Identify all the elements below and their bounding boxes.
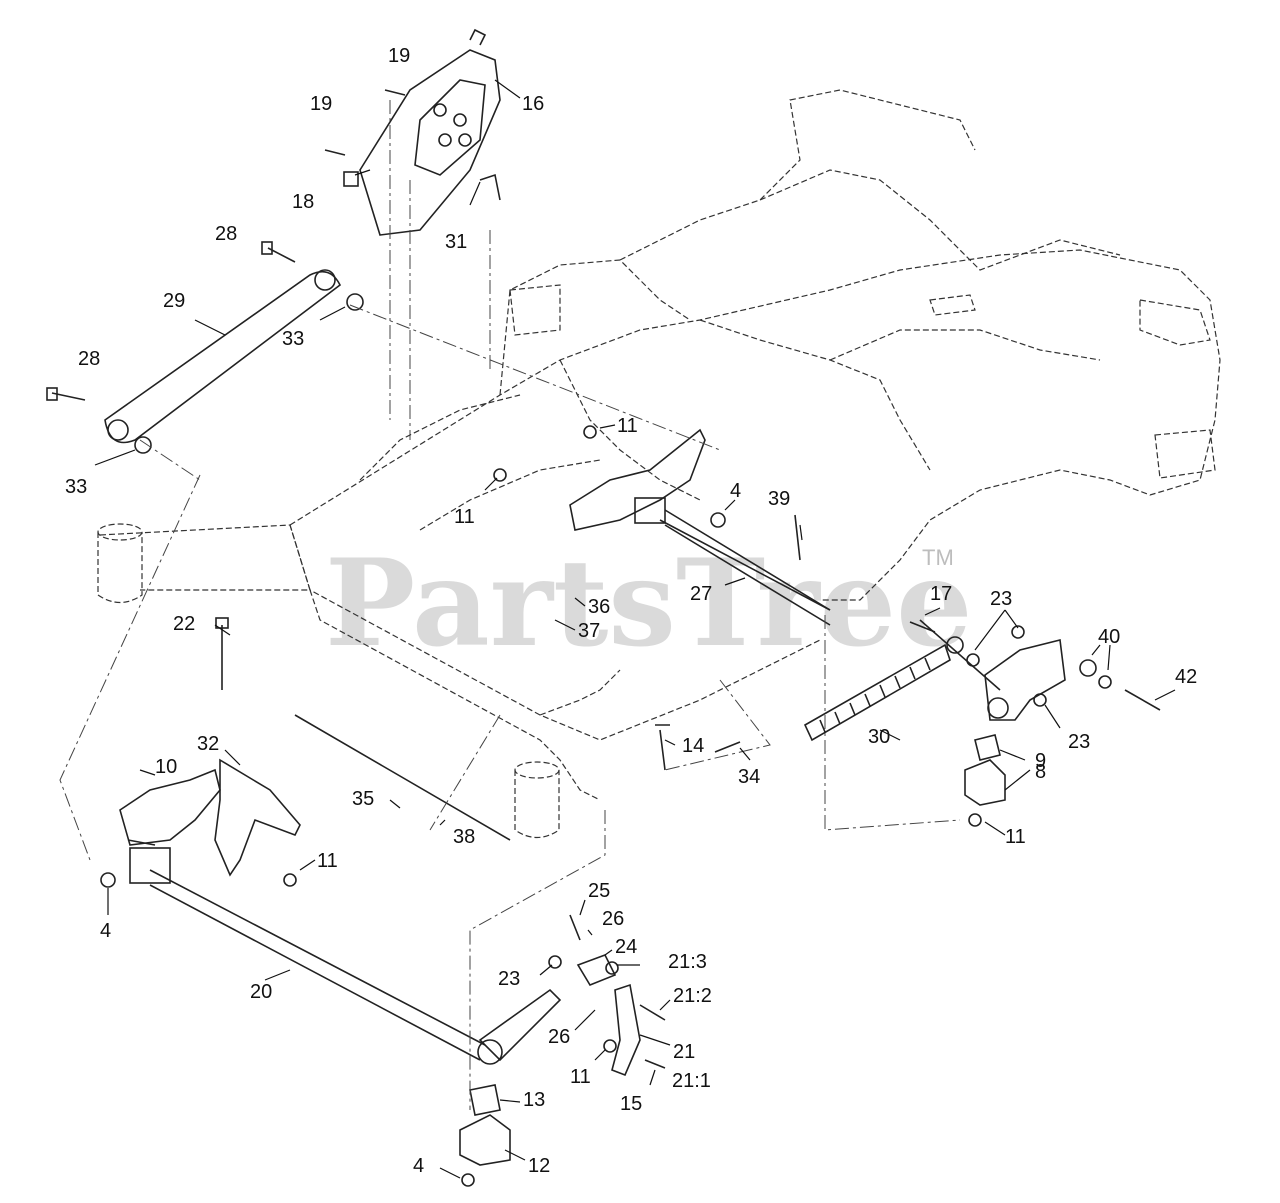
lift-plate-assembly [359,28,501,236]
callout-34: 34 [738,766,760,788]
callout-40: 40 [1098,626,1120,648]
callout-27: 27 [690,583,712,605]
callout-31: 31 [445,231,467,253]
callout-16: 16 [522,93,544,115]
callout-26: 26 [548,1026,570,1048]
pin-14 [655,724,670,771]
callout-12: 12 [528,1155,550,1177]
callout-37: 37 [578,620,600,642]
callout-32: 32 [197,733,219,755]
callout-4: 4 [730,480,741,502]
construction-lines [59,100,961,1110]
callout-36: 36 [588,596,610,618]
callout-11: 11 [1005,826,1026,848]
callout-33: 33 [282,328,304,350]
callout-38: 38 [453,826,475,848]
bolt-22-head [215,617,229,629]
callout-9: 9 [1035,750,1046,772]
bearing-insert-13 [469,1084,501,1116]
callout-19: 19 [388,45,410,67]
left-pivot-assembly [119,758,301,884]
rod-27 [659,519,831,611]
front-axle-left [97,523,560,839]
callout-8: 8 [1035,761,1046,783]
callout-42: 42 [1175,666,1197,688]
callout-19: 19 [310,93,332,115]
watermark-text: PartsTree [325,533,972,674]
leader-lines [94,79,1176,1179]
bolt-34 [714,741,741,753]
callout-14: 14 [682,735,704,757]
callout-4: 4 [100,920,111,942]
callout-22: 22 [173,613,195,635]
mower-frame [289,89,1221,801]
callout-15: 15 [620,1093,642,1115]
small-fasteners [100,89,1047,1187]
callout-4: 4 [413,1155,424,1177]
callout-28: 28 [78,348,100,370]
callout-26: 26 [602,908,624,930]
callout-11: 11 [454,506,475,528]
callout-11: 11 [570,1066,591,1088]
callout-21-1: 21:1 [672,1070,711,1092]
shaft-20 [149,869,562,1065]
callout-29: 29 [163,290,185,312]
callout-28: 28 [215,223,237,245]
callout-20: 20 [250,981,272,1003]
callout-17: 17 [930,583,952,605]
callout-35: 35 [352,788,374,810]
bolts-28 [46,241,296,401]
callout-21-3: 21:3 [668,951,707,973]
callout-24: 24 [615,936,637,958]
bearing-block-8 [964,759,1006,806]
callout-11: 11 [317,850,338,872]
callout-labels: 19 19 16 18 31 28 29 33 28 33 11 11 4 39… [65,45,1197,1177]
washer-33-lower [134,436,152,454]
bearing-block-12 [459,1114,511,1166]
callout-11: 11 [617,415,638,437]
callout-18: 18 [292,191,314,213]
bearing-insert-9 [974,734,1001,761]
washer-33-upper [346,293,364,311]
callout-30: 30 [868,726,890,748]
watermark-trademark: TM [922,545,954,570]
callout-21: 21 [673,1041,695,1063]
callout-21-2: 21:2 [673,985,712,1007]
callout-25: 25 [588,880,610,902]
callout-23: 23 [1068,731,1090,753]
callout-10: 10 [155,756,177,778]
callout-23: 23 [990,588,1012,610]
spring-30 [803,636,964,742]
lift-arm [104,269,342,444]
right-pivot-bracket [919,619,1161,721]
callout-13: 13 [523,1089,545,1111]
callout-33: 33 [65,476,87,498]
callout-23: 23 [498,968,520,990]
link-21-assembly [548,914,666,1077]
rod-35 [294,714,511,841]
right-pivot-assembly [569,428,831,626]
callout-39: 39 [768,488,790,510]
